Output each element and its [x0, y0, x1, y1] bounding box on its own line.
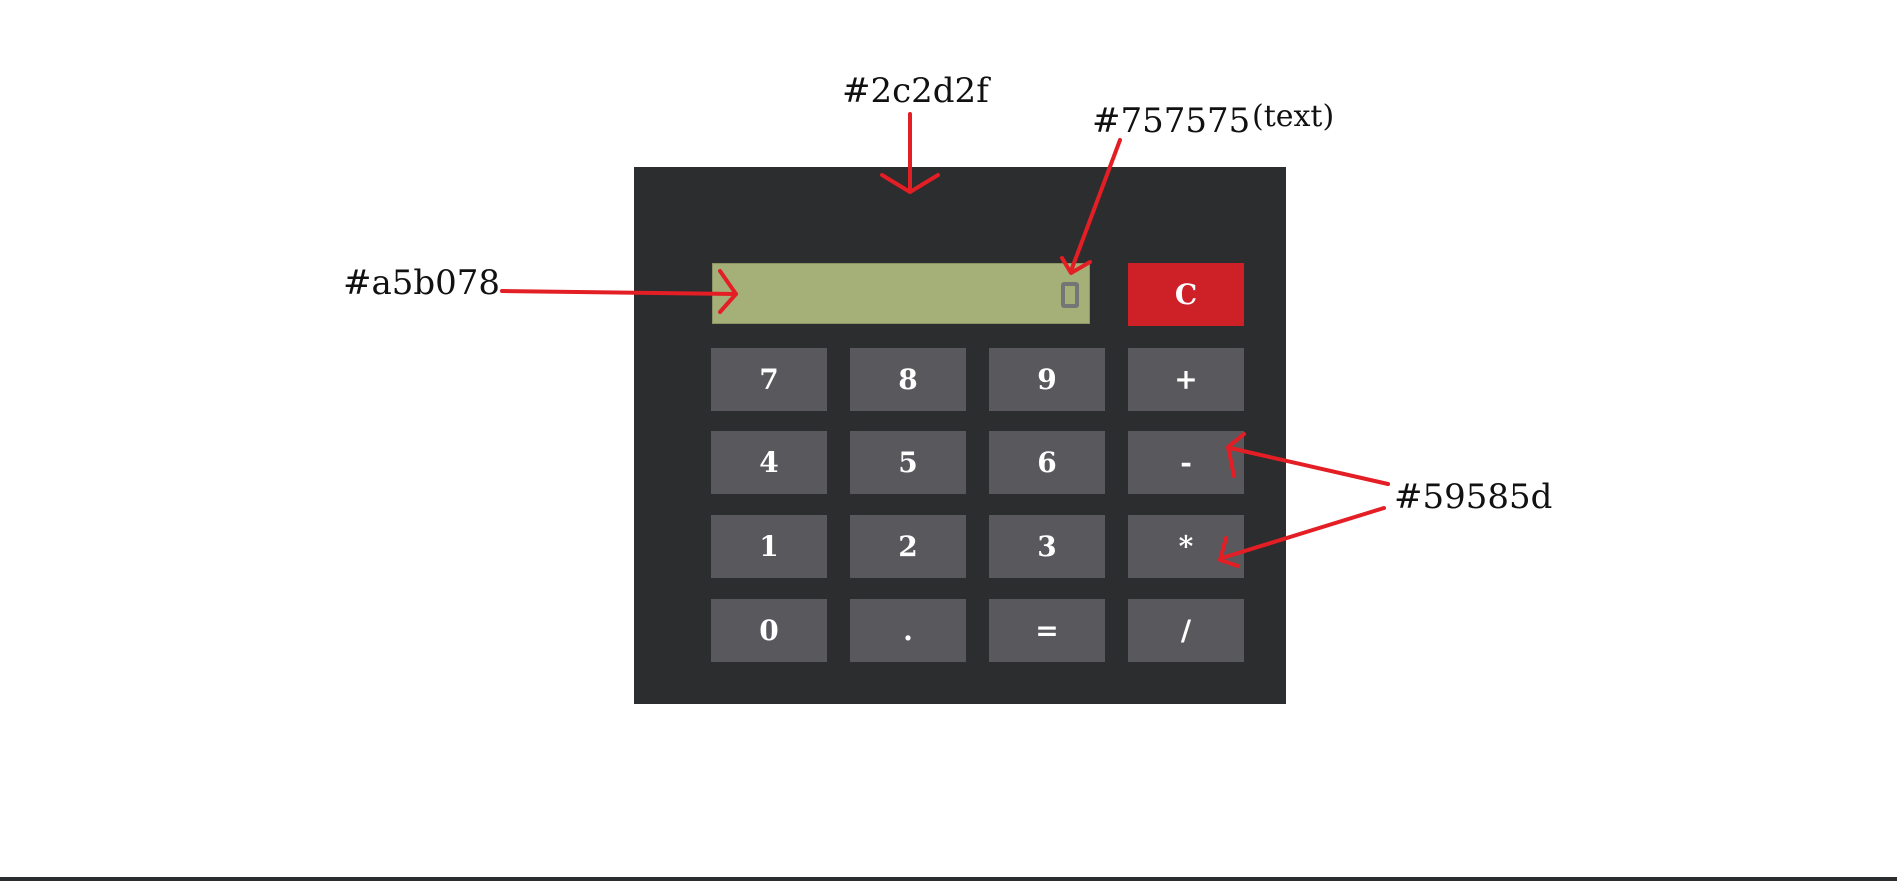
multiply-button[interactable]: * [1128, 515, 1244, 578]
calculator-display [712, 263, 1090, 324]
annotation-text-note: (text) [1252, 99, 1335, 134]
equals-button[interactable]: = [989, 599, 1105, 662]
annotation-key-color: #59585d [1394, 477, 1553, 517]
annotation-body-color: #2c2d2f [842, 71, 989, 111]
calculator-body: C 7 8 9 + 4 5 6 - 1 2 3 * 0 . = / [634, 167, 1286, 704]
bottom-divider [0, 877, 1897, 881]
decimal-button[interactable]: . [850, 599, 966, 662]
divide-button[interactable]: / [1128, 599, 1244, 662]
cursor-icon [1061, 281, 1079, 308]
key-7-button[interactable]: 7 [711, 348, 827, 411]
annotation-display-color: #a5b078 [343, 263, 501, 303]
key-2-button[interactable]: 2 [850, 515, 966, 578]
key-0-button[interactable]: 0 [711, 599, 827, 662]
key-5-button[interactable]: 5 [850, 431, 966, 494]
key-1-button[interactable]: 1 [711, 515, 827, 578]
key-4-button[interactable]: 4 [711, 431, 827, 494]
minus-button[interactable]: - [1128, 431, 1244, 494]
annotation-text-color: #757575 [1092, 101, 1251, 141]
key-8-button[interactable]: 8 [850, 348, 966, 411]
plus-button[interactable]: + [1128, 348, 1244, 411]
key-3-button[interactable]: 3 [989, 515, 1105, 578]
key-9-button[interactable]: 9 [989, 348, 1105, 411]
key-6-button[interactable]: 6 [989, 431, 1105, 494]
clear-button[interactable]: C [1128, 263, 1244, 326]
